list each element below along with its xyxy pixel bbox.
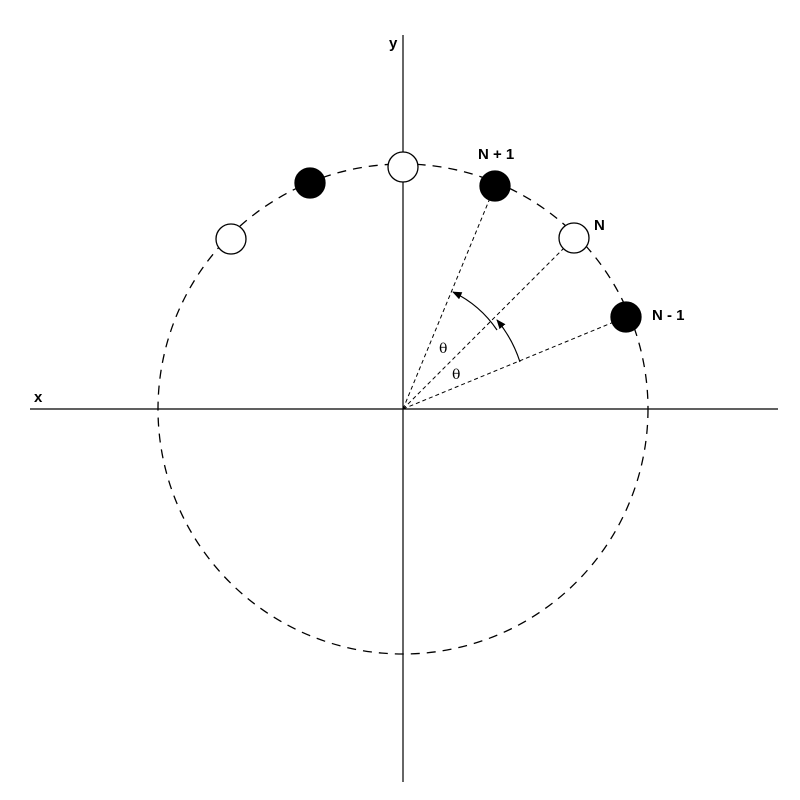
- radial-line-n-minus-1: [402, 316, 627, 410]
- open-atom-top: [387, 151, 419, 183]
- angle-arc-lower: [496, 319, 521, 363]
- radial-line-n: [402, 237, 575, 410]
- filled-atom-n-minus-1: [610, 301, 642, 333]
- x-axis-label: x: [34, 389, 43, 406]
- label-n: N: [594, 217, 605, 234]
- label-n-minus-1: N - 1: [652, 307, 685, 324]
- theta-label-upper: θ: [439, 341, 447, 357]
- label-n-plus-1: N + 1: [478, 146, 514, 163]
- radial-line-n-plus-1: [402, 185, 496, 410]
- open-atom-left: [215, 223, 247, 255]
- filled-atom-n-plus-1: [479, 170, 511, 202]
- angle-arc-upper: [452, 291, 498, 331]
- theta-label-lower: θ: [452, 367, 460, 383]
- y-axis-label: y: [389, 35, 398, 52]
- open-atom-n: [558, 222, 590, 254]
- filled-atom-upper-left: [294, 167, 326, 199]
